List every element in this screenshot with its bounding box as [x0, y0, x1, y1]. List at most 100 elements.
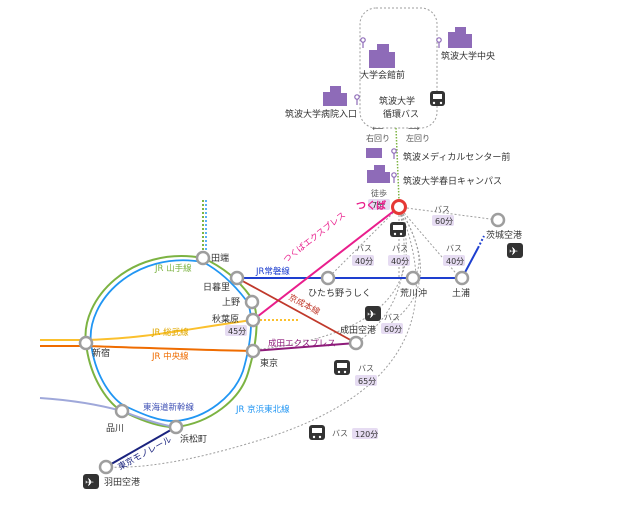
label-hitachino: ひたち野うしく: [308, 288, 371, 299]
bus-tsuchiura-time: 40分: [446, 257, 464, 266]
loop-bus-label-1: 筑波大学: [379, 95, 415, 107]
walk-label: 徒歩: [371, 188, 387, 198]
label-ueno: 上野: [222, 297, 240, 308]
dir-left-label: 左回り: [406, 133, 430, 143]
bus-icon: [390, 222, 406, 237]
station-arakawaoki[interactable]: [405, 270, 421, 286]
arrow-left-icon: ⟶: [408, 124, 420, 133]
station-tabata[interactable]: [195, 250, 211, 266]
station-tsukuba[interactable]: [391, 199, 407, 215]
station-tokyo[interactable]: [245, 343, 261, 359]
dir-right-label: 右回り: [366, 133, 390, 143]
bus-stop-icon: [391, 148, 397, 159]
label-tsuchiura: 土浦: [452, 287, 470, 299]
station-ueno[interactable]: [244, 294, 260, 310]
label-akihabara: 秋葉原: [212, 313, 239, 325]
bus-ibaraki-label: バス: [434, 205, 450, 214]
label-haneda: 羽田空港: [104, 476, 140, 488]
label-yamanote: JR 山手線: [154, 263, 192, 274]
station-akihabara[interactable]: [245, 312, 261, 328]
bus-tsuchiura-badge: [443, 255, 465, 266]
station-haneda[interactable]: [98, 459, 114, 475]
bus-haneda-label: バス: [332, 429, 348, 438]
bus-stop-icon: [354, 94, 360, 105]
bus-arakawaoki-badge: [388, 255, 410, 266]
label-tsukuba: つくば: [356, 199, 386, 212]
walk-time-text: 7分: [372, 201, 385, 210]
keisei-line: [236, 277, 357, 344]
bus-narita-badge: [381, 323, 403, 334]
walk-path: [395, 127, 400, 201]
bus-narita-label: バス: [384, 313, 400, 322]
nex-line: [252, 342, 357, 352]
stop-chuo-label: 筑波大学中央: [441, 50, 495, 62]
building-icon: [367, 165, 390, 183]
label-arakawaoki: 荒川沖: [400, 287, 427, 299]
label-sobu: JR 総武線: [151, 327, 189, 338]
station-tsuchiura[interactable]: [454, 270, 470, 286]
arrow-right-icon: ⟵: [372, 124, 384, 133]
label-hamamatsucho: 浜松町: [180, 433, 207, 445]
station-shinagawa[interactable]: [114, 403, 130, 419]
campus-loop-outline: [359, 7, 438, 129]
svg-text:✈: ✈: [367, 308, 376, 321]
station-narita[interactable]: [348, 335, 364, 351]
label-nippori: 日暮里: [203, 281, 230, 293]
label-tokyo: 東京: [260, 357, 278, 369]
stop-medical-label: 筑波メディカルセンター前: [403, 151, 510, 163]
station-shinjuku[interactable]: [78, 335, 94, 351]
bus-stop-icon: [360, 37, 366, 48]
bus-hitachino-label: バス: [356, 244, 372, 253]
station-hitachino[interactable]: [320, 270, 336, 286]
stop-kaikan-label: 大学会館前: [360, 69, 405, 81]
label-tabata: 田端: [211, 252, 229, 264]
station-nippori[interactable]: [229, 270, 245, 286]
walk-time-badge: [368, 199, 390, 210]
label-joban: JR常磐線: [255, 266, 290, 277]
bus-icon: [430, 91, 445, 106]
tx-line: [252, 206, 400, 321]
chuo-line: [40, 345, 254, 352]
station-hamamatsucho[interactable]: [168, 419, 184, 435]
bus-tokyo-badge: [355, 375, 377, 386]
loop-bus-label-2: 循環バス: [383, 108, 419, 120]
airplane-icon: ✈: [507, 243, 523, 258]
bus-hitachino-badge: [352, 255, 374, 266]
bus-tokyo-time: 65分: [358, 377, 376, 386]
stop-hospital-label: 筑波大学病院入口: [285, 108, 357, 120]
joban-stub-dotted: [477, 235, 485, 249]
label-shinkansen: 東海道新幹線: [143, 402, 195, 413]
bus-ibaraki-badge: [432, 215, 454, 226]
akihabara-time: 45分: [228, 327, 246, 336]
stop-kasuga-label: 筑波大学春日キャンパス: [403, 175, 502, 187]
airplane-icon: ✈: [83, 474, 99, 489]
svg-text:✈: ✈: [509, 245, 518, 258]
bus-arakawaoki-time: 40分: [391, 257, 409, 266]
building-icon: [369, 44, 395, 68]
bus-arakawaoki-label: バス: [392, 244, 408, 253]
building-icon: [323, 86, 347, 106]
label-keihin: JR 京浜東北線: [235, 404, 290, 415]
label-narita: 成田空港: [340, 324, 376, 336]
sobu-line: [40, 319, 253, 341]
bus-haneda-badge: [352, 428, 378, 439]
bus-stop-icon: [391, 172, 397, 183]
bus-hitachino-time: 40分: [355, 257, 373, 266]
monorail-line: [105, 426, 177, 468]
bus-haneda-time: 120分: [355, 430, 378, 439]
label-shinagawa: 品川: [106, 423, 124, 434]
airplane-icon: ✈: [365, 306, 381, 321]
label-chuo: JR 中央線: [151, 351, 189, 362]
bus-ibaraki-time: 60分: [435, 217, 453, 226]
bus-narita-time: 60分: [384, 325, 402, 334]
bus-stop-icon: [436, 37, 442, 48]
label-shinjuku: 新宿: [92, 347, 110, 359]
building-icon: [448, 27, 472, 48]
label-tx: つくばエクスプレス: [282, 211, 348, 266]
station-ibaraki[interactable]: [490, 212, 506, 228]
label-ibaraki: 茨城空港: [486, 229, 522, 241]
bus-tsuchiura-label: バス: [446, 244, 462, 253]
bus-tokyo-label: バス: [358, 364, 374, 373]
